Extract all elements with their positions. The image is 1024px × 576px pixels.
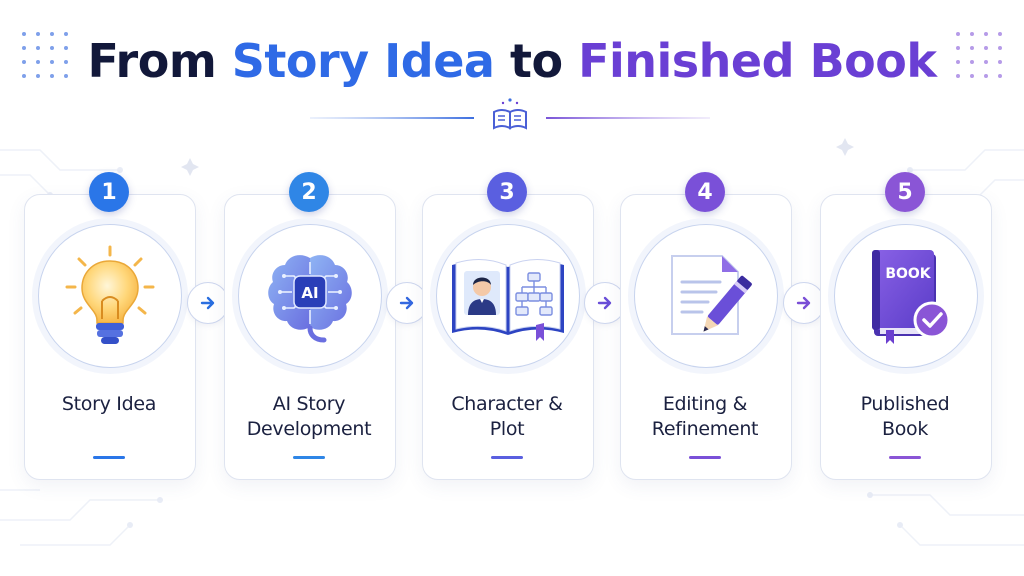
step-underline-4 <box>689 456 721 459</box>
step-connector-1 <box>187 282 229 324</box>
title-part-finished-book: Finished Book <box>578 34 937 88</box>
step-underline-2 <box>293 456 325 459</box>
step-number-badge-3: 3 <box>487 172 527 212</box>
step-label-4: Editing & Refinement <box>620 392 790 442</box>
arrow-right-icon <box>796 296 811 310</box>
title-divider <box>310 98 710 130</box>
small-open-book-icon <box>493 98 527 130</box>
step-label-5-line-2: Book <box>881 418 929 440</box>
step-number-badge-4: 4 <box>685 172 725 212</box>
step-label-2: AI Story Development <box>224 392 394 442</box>
published-book-check-icon: BOOK <box>872 250 951 344</box>
dot-grid-right-decor <box>956 32 1002 78</box>
step-number-badge-1: 1 <box>89 172 129 212</box>
lightbulb-icon <box>65 245 155 344</box>
step-label-3: Character & Plot <box>422 392 592 442</box>
step-icon-circle-3 <box>436 224 580 368</box>
ai-chip-text: AI <box>301 284 318 302</box>
step-label-5-line-1: Published <box>860 393 950 415</box>
step-label-2-line-1: AI Story <box>272 393 346 415</box>
title-part-from: From <box>87 34 232 88</box>
step-icon-circle-2: AI <box>238 224 382 368</box>
step-label-4-line-2: Refinement <box>651 418 759 440</box>
dot-grid-left-decor <box>22 32 68 78</box>
step-label-1: Story Idea <box>24 392 194 417</box>
step-label-3-line-1: Character & <box>451 393 563 415</box>
step-icon-circle-1 <box>38 224 182 368</box>
step-label-2-line-2: Development <box>246 418 372 440</box>
book-cover-text: BOOK <box>885 266 931 282</box>
arrow-right-icon <box>597 296 612 310</box>
step-icon-circle-4 <box>634 224 778 368</box>
open-book-character-icon <box>452 259 564 341</box>
step-underline-3 <box>491 456 523 459</box>
step-number-badge-5: 5 <box>885 172 925 212</box>
page-title: From Story Idea to Finished Book <box>0 34 1024 88</box>
step-connector-4 <box>783 282 825 324</box>
step-number-badge-2: 2 <box>289 172 329 212</box>
document-pencil-icon <box>671 255 752 335</box>
step-label-5: Published Book <box>820 392 990 442</box>
title-part-story-idea: Story Idea <box>231 34 495 88</box>
step-label-3-line-2: Plot <box>489 418 525 440</box>
step-label-4-line-1: Editing & <box>662 393 748 415</box>
title-part-to: to <box>494 34 579 88</box>
arrow-right-icon <box>200 296 215 310</box>
step-icon-circle-5: BOOK <box>834 224 978 368</box>
ai-brain-icon: AI <box>268 255 352 343</box>
step-underline-5 <box>889 456 921 459</box>
step-underline-1 <box>93 456 125 459</box>
step-label-1-line-1: Story Idea <box>61 393 157 415</box>
arrow-right-icon <box>399 296 414 310</box>
